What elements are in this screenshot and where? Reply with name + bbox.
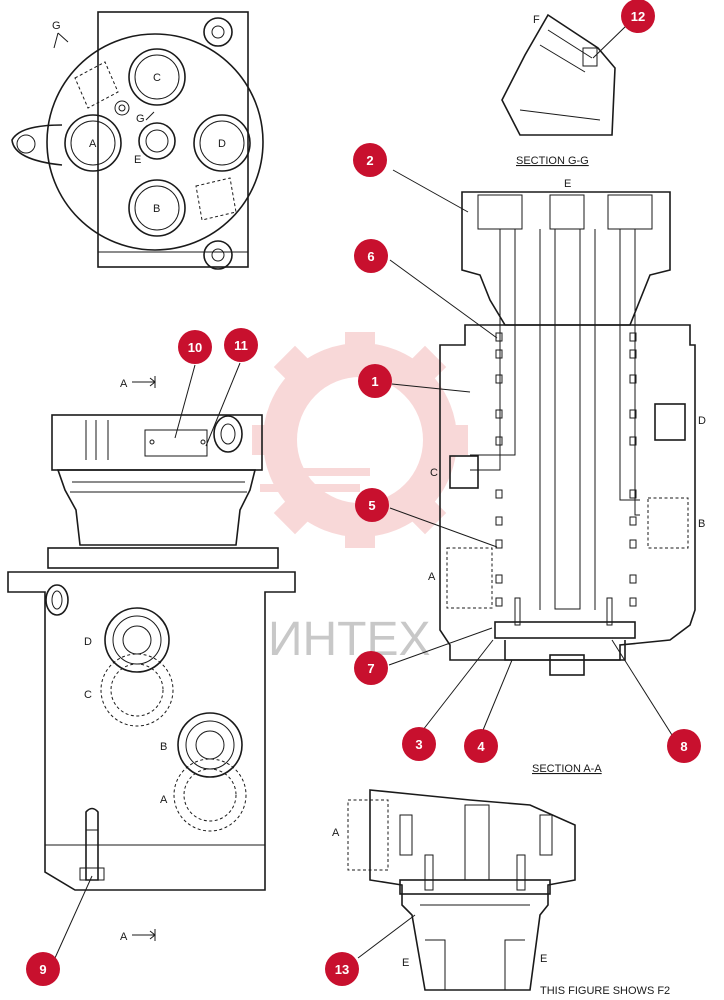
callout-11: 11 [224,328,258,362]
watermark: ИНТЕХ [252,332,468,666]
callout-12: 12 [621,0,655,33]
top-label-e: E [134,154,141,166]
leader-lines [54,25,673,959]
arrow-a-bottom-icon [132,929,156,941]
callouts: 1 2 3 4 5 6 7 8 9 10 11 12 13 [26,0,701,986]
top-flange [46,33,264,251]
top-label-a: A [89,138,97,150]
detail-f: F [501,13,616,136]
top-port-b [128,179,186,237]
gg-label-b: B [698,518,705,530]
label-top-g: G [52,20,61,32]
arrow-a-bottom-label: A [120,931,128,943]
top-port-d [193,114,251,172]
callout-3: 3 [402,727,436,761]
side-label-d: D [84,636,92,648]
section-gg: SECTION G-G E [428,155,706,676]
section-gg-title: SECTION G-G [516,155,589,167]
svg-text:7: 7 [367,661,374,676]
watermark-text: ИНТЕХ [268,613,431,666]
callout-6: 6 [354,239,388,273]
svg-text:8: 8 [680,739,687,754]
callout-4: 4 [464,729,498,763]
top-label-b: B [153,203,160,215]
svg-text:11: 11 [234,338,248,353]
side-view: A D C B A A [7,376,296,943]
callout-10: 10 [178,330,212,364]
top-port-c [128,48,186,106]
footer-note: THIS FIGURE SHOWS F2 [540,985,670,997]
gg-main-body [439,324,696,661]
gg-label-e: E [564,178,571,190]
top-ear-lower [203,240,233,270]
gg-port-c [449,455,479,489]
top-port-a [64,114,122,172]
gg-port-d [654,403,686,441]
side-label-b: B [160,741,167,753]
side-label-a: A [160,794,168,806]
svg-text:10: 10 [188,340,202,355]
callout-13: 13 [325,952,359,986]
section-aa: SECTION A-A A E E THIS FIGURE SHOWS F2 [332,763,670,997]
svg-text:4: 4 [477,739,485,754]
side-label-c: C [84,689,92,701]
view-arrow-g [53,32,69,49]
svg-text:12: 12 [631,9,645,24]
gg-label-c: C [430,467,438,479]
top-ear-upper [203,17,233,47]
top-label-d: D [218,138,226,150]
svg-text:6: 6 [367,249,374,264]
callout-2: 2 [353,143,387,177]
label-detail-f: F [533,14,540,26]
section-aa-title: SECTION A-A [532,763,602,775]
top-view: G C A D B E [11,11,264,270]
gg-label-a: A [428,571,436,583]
watermark-gear-icon [252,332,468,548]
callout-8: 8 [667,729,701,763]
aa-label-a: A [332,827,340,839]
svg-text:2: 2 [366,153,373,168]
top-label-c: C [153,72,161,84]
callout-5: 5 [355,488,389,522]
arrow-a-top-icon [132,376,156,388]
callout-9: 9 [26,952,60,986]
svg-text:13: 13 [335,962,349,977]
top-port-e [138,122,176,160]
gg-label-d: D [698,415,706,427]
arrow-a-top-label: A [120,378,128,390]
callout-1: 1 [358,364,392,398]
aa-label-e-left: E [402,957,409,969]
side-neck [56,469,257,546]
svg-text:1: 1 [371,374,378,389]
aa-body [369,789,576,991]
svg-text:9: 9 [39,962,46,977]
aa-label-e-right: E [540,953,547,965]
side-lower-body [7,571,296,891]
gg-top-block [461,191,671,326]
top-body-outline [97,11,249,268]
callout-7: 7 [354,651,388,685]
svg-text:3: 3 [415,737,422,752]
svg-text:5: 5 [368,498,375,513]
top-label-g: G [136,113,145,125]
top-ear-left [11,124,63,166]
side-upper-cap [51,414,263,471]
